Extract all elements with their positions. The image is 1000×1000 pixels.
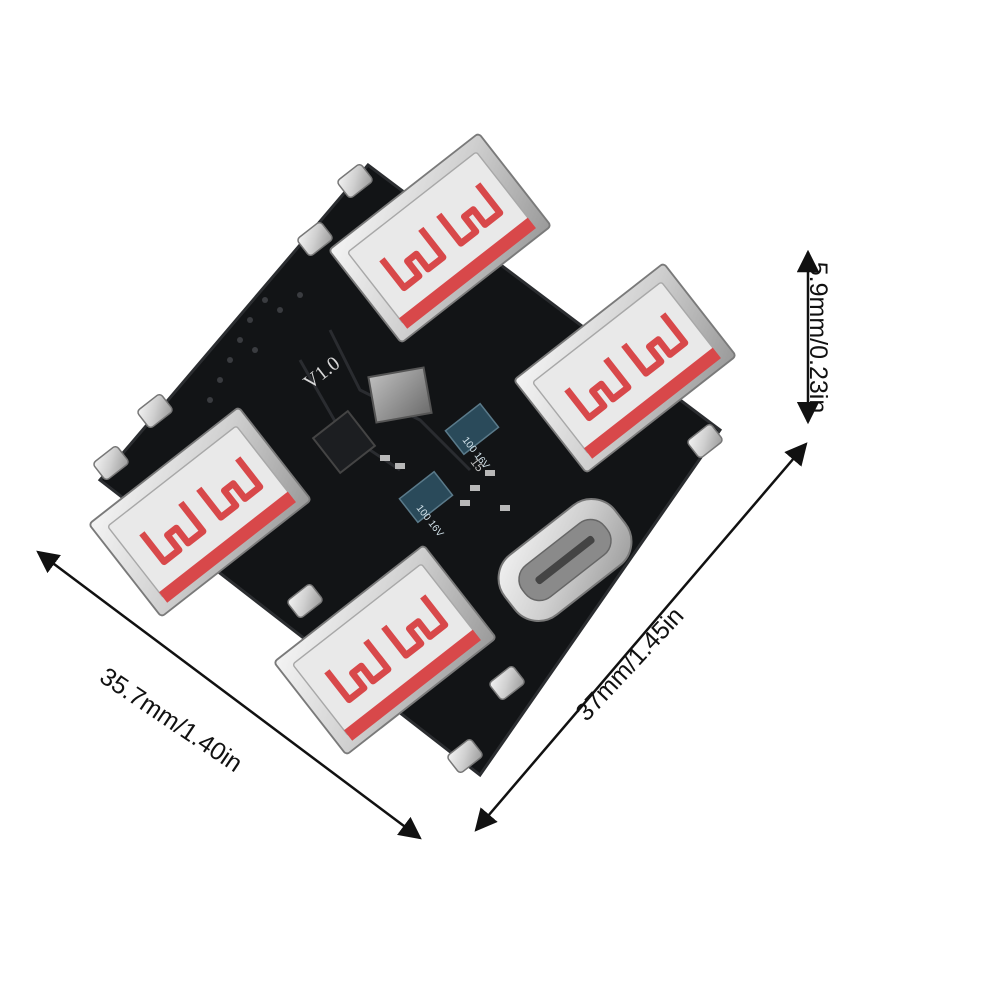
height-dimension-label: 5.9mm/0.23in [804,261,833,414]
depth-dimension-arrow [474,442,808,832]
width-dimension-arrow [36,550,422,840]
